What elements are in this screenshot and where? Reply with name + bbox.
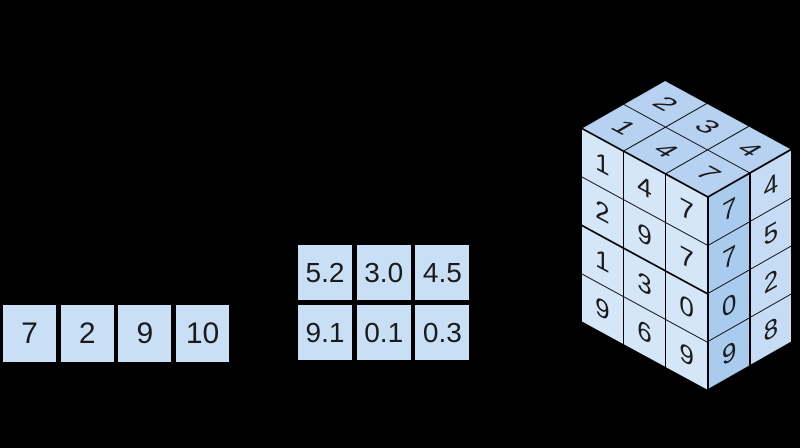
matrix-cell: 4.5 [415, 245, 470, 300]
matrix-cell: 5.2 [298, 245, 352, 300]
matrix: 5.2 3.0 4.5 9.1 0.1 0.3 [298, 245, 470, 360]
vector: 7 2 9 10 [3, 305, 230, 362]
tensor-cube: 1 4 7 2 9 7 1 3 0 9 6 9 7 4 7 5 0 2 9 8 … [580, 80, 796, 392]
matrix-cell: 9.1 [298, 305, 352, 360]
vector-cell: 10 [176, 305, 230, 362]
matrix-cell: 0.1 [356, 305, 411, 360]
matrix-cell: 0.3 [415, 305, 470, 360]
vector-cell: 9 [118, 305, 172, 362]
matrix-cell: 3.0 [356, 245, 411, 300]
vector-cell: 7 [3, 305, 56, 362]
vector-cell: 2 [60, 305, 114, 362]
